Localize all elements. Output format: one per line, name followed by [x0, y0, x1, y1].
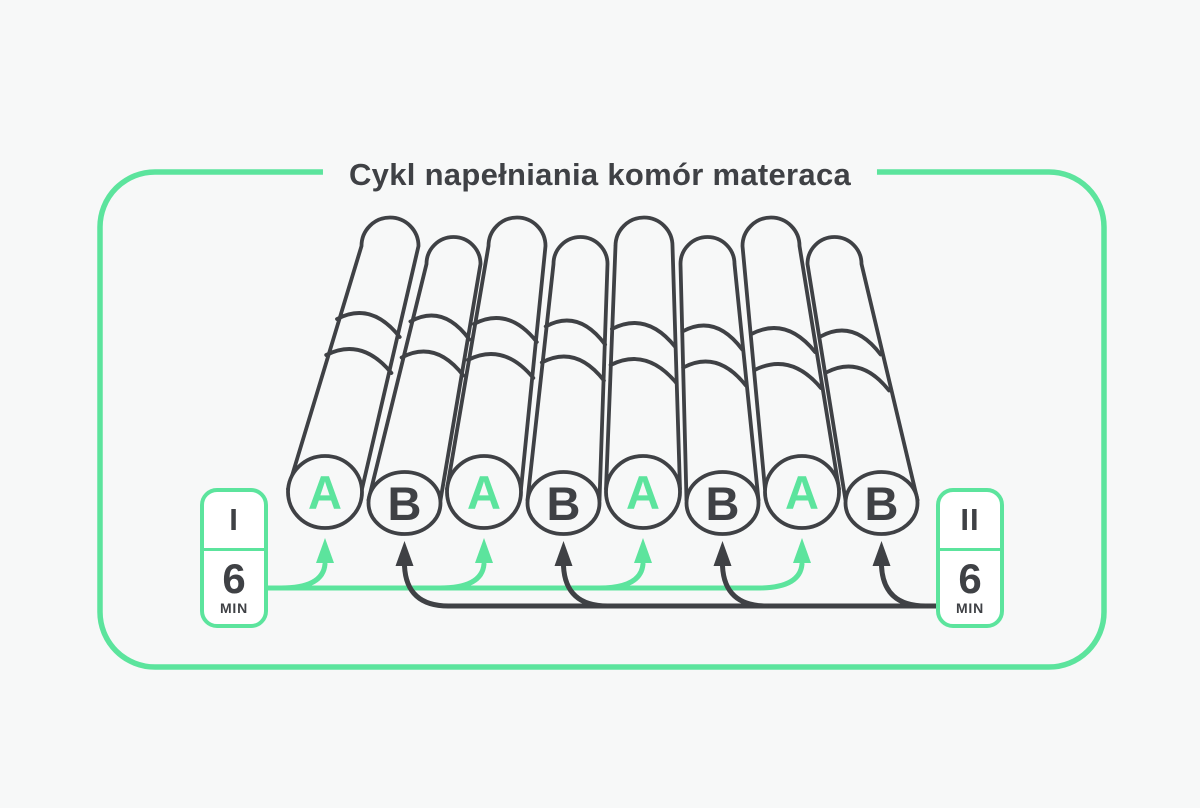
chamber-labels: A B A B A B A B — [308, 466, 898, 530]
phase-1-numeral: I — [204, 492, 264, 551]
phase-2-badge: II 6 MIN — [936, 488, 1004, 628]
phase-1-time: 6 MIN — [204, 551, 264, 624]
chamber-label-4: B — [547, 477, 581, 530]
phase-2-flow-arrows — [395, 541, 941, 609]
phase-1-flow-arrows — [263, 538, 811, 591]
chamber-label-3: A — [467, 466, 501, 519]
chamber-label-8: B — [865, 477, 899, 530]
phase-2-numeral: II — [940, 492, 1000, 551]
phase-1-unit: MIN — [219, 600, 249, 617]
phase-1-badge: I 6 MIN — [200, 488, 268, 628]
phase-2-unit: MIN — [955, 600, 985, 617]
diagram-title: Cykl napełniania komór materaca — [322, 152, 878, 198]
phase-2-duration: 6 — [958, 554, 982, 602]
chamber-label-2: B — [388, 477, 422, 530]
phase-1-duration: 6 — [222, 554, 246, 602]
chamber-end-circles — [286, 454, 920, 536]
chamber-label-5: A — [626, 466, 660, 519]
phase-2-time: 6 MIN — [940, 551, 1000, 624]
chamber-label-7: A — [785, 466, 819, 519]
mattress-tubes — [286, 215, 920, 502]
chamber-label-1: A — [308, 466, 342, 519]
chamber-label-6: B — [706, 477, 740, 530]
